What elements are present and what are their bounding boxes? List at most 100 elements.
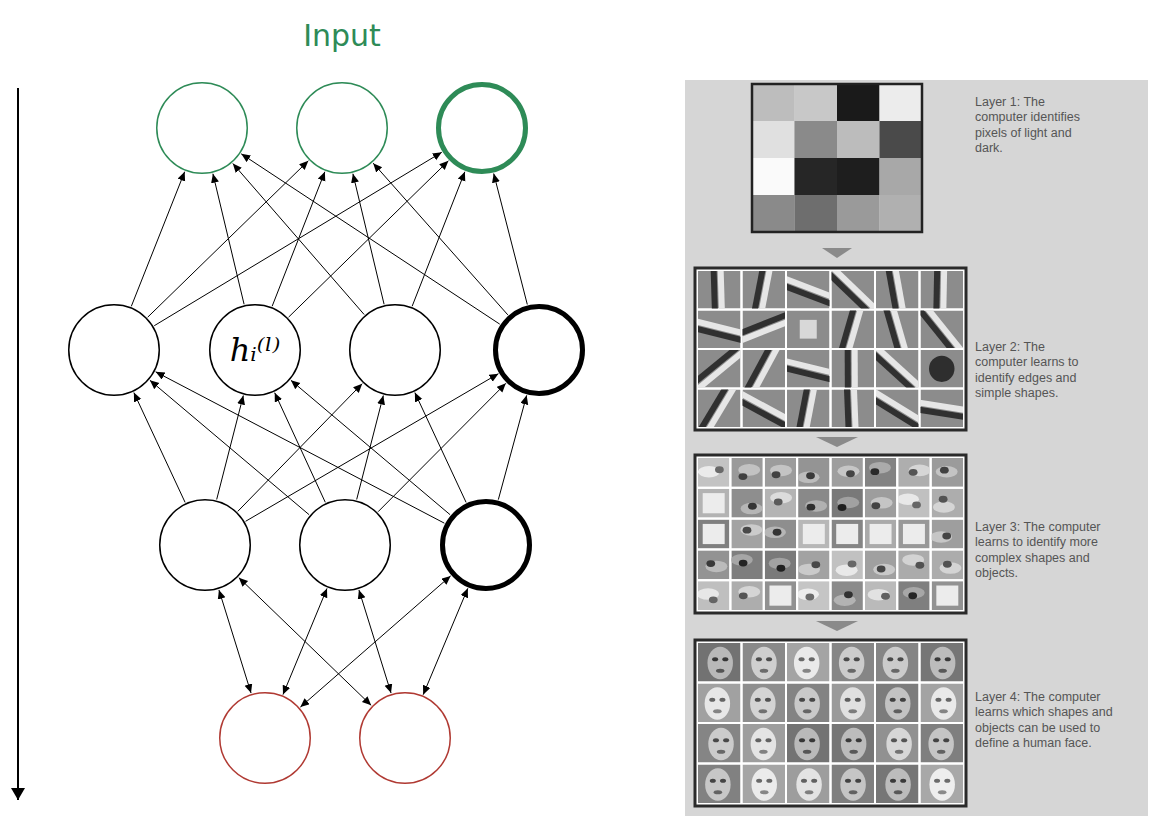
- connection-arrow: [300, 576, 450, 707]
- face-mouth: [848, 709, 857, 713]
- pixel-cell: [752, 84, 795, 121]
- face-mouth: [894, 790, 903, 794]
- feature-cell: [898, 550, 929, 579]
- part-dark: [709, 596, 718, 603]
- face-mouth: [803, 709, 812, 713]
- cell-ground: [798, 458, 829, 487]
- face-eye: [890, 698, 896, 702]
- image-frame: [752, 84, 922, 232]
- cell-ground: [898, 520, 929, 549]
- face-eye: [945, 657, 951, 661]
- part-dark: [848, 561, 857, 568]
- part-dark: [806, 472, 815, 479]
- cell-ground: [743, 724, 786, 763]
- dark-stripe: [843, 368, 852, 448]
- cell-ground: [698, 520, 729, 549]
- circle-outline: [349, 304, 441, 396]
- light-stripe: [698, 373, 744, 445]
- face-mouth: [938, 669, 947, 673]
- flow-triangle: [816, 621, 858, 631]
- feature-cell: [932, 581, 963, 610]
- face-shape: [708, 728, 734, 760]
- cell-ground: [832, 581, 863, 610]
- cell-ground: [876, 765, 919, 804]
- panel-ground: [685, 80, 1148, 816]
- feature-cell: [832, 550, 863, 579]
- feature-cell: [921, 643, 964, 682]
- part-dark: [877, 566, 886, 573]
- face-shape: [840, 687, 866, 719]
- feature-cell: [832, 684, 875, 723]
- face-mouth: [803, 750, 812, 754]
- cell-ground: [765, 581, 796, 610]
- part-dark: [915, 562, 924, 569]
- face-mouth: [891, 669, 900, 673]
- feature-cell: [921, 765, 964, 804]
- part-shade: [837, 466, 859, 478]
- face-mouth: [760, 790, 769, 794]
- part-dark: [739, 592, 748, 599]
- feature-cell: [731, 520, 762, 549]
- face-shape: [841, 728, 867, 760]
- part-shade: [873, 564, 895, 576]
- feature-cell: [731, 550, 763, 579]
- feature-cell: [897, 489, 930, 518]
- face-eye: [811, 779, 817, 783]
- cell-ground: [876, 684, 919, 723]
- face-eye: [854, 657, 860, 661]
- cell-ground: [798, 520, 829, 549]
- face-shape: [885, 768, 911, 800]
- feature-cell: [921, 724, 964, 763]
- part-dark: [774, 499, 783, 506]
- face-eye: [887, 657, 893, 661]
- cell-ground: [865, 550, 896, 579]
- cell-ground: [787, 724, 830, 763]
- connection-arrow: [239, 578, 371, 706]
- connection-arrow: [241, 154, 500, 324]
- diagram-title: Input: [303, 18, 381, 53]
- cell-ground: [921, 643, 964, 682]
- feature-cell: [764, 520, 796, 549]
- face-mouth: [760, 669, 769, 673]
- circle-shape: [210, 305, 301, 396]
- feature-cell: [698, 550, 729, 579]
- pixel-cell: [880, 158, 923, 195]
- connection-arrow: [353, 174, 384, 305]
- part-dark: [715, 466, 724, 473]
- feature-cell: [876, 643, 919, 682]
- circle-outline: [493, 304, 585, 396]
- cell-ground: [731, 458, 762, 487]
- blob: [800, 320, 817, 339]
- feature-cell: [765, 489, 796, 518]
- cell-ground: [921, 765, 964, 804]
- cell-ground: [787, 643, 830, 682]
- connection-arrow: [373, 163, 508, 315]
- cell-ground: [832, 765, 875, 804]
- image-frame-ground: [695, 455, 966, 613]
- face-shape: [707, 647, 733, 679]
- cell-ground: [876, 724, 919, 763]
- feature-cell: [876, 765, 919, 804]
- feature-cell: [698, 765, 741, 804]
- cell-ground: [743, 643, 786, 682]
- circle-outline: [436, 82, 528, 174]
- feature-cell: [930, 520, 963, 549]
- cell-ground: [898, 581, 929, 610]
- face-eye: [933, 738, 939, 742]
- face-mouth: [716, 669, 725, 673]
- face-eye: [897, 657, 903, 661]
- part-shade: [936, 466, 958, 478]
- face-eye: [900, 698, 906, 702]
- face-mouth: [714, 790, 723, 794]
- face-eye: [856, 738, 862, 742]
- face-mouth: [938, 790, 947, 794]
- face-shape: [930, 647, 956, 679]
- pixel-cell: [752, 158, 795, 195]
- face-eye: [710, 779, 716, 783]
- pixel-image: [752, 84, 922, 232]
- stripe-group: [793, 367, 821, 448]
- face-eye: [944, 779, 950, 783]
- feature-cell: [832, 458, 863, 487]
- feature-cell: [731, 458, 762, 487]
- layer-caption: Layer 4: The computer learns which shape…: [975, 690, 1125, 751]
